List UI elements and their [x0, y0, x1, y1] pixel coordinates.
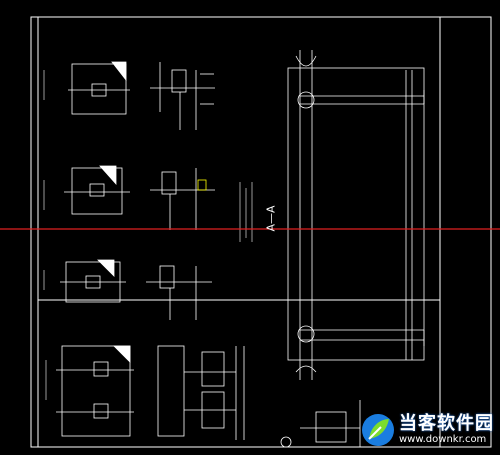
- watermark: 当客软件园 www.downkr.com: [361, 413, 494, 447]
- bottom-right-detail: [280, 400, 361, 448]
- vertical-annotations: [43, 70, 253, 400]
- watermark-brand: 当客软件园: [399, 413, 494, 434]
- detail-group-3: [60, 259, 212, 320]
- section-label: A—A: [264, 205, 278, 232]
- drawing-frame: [30, 16, 492, 448]
- section-a-a-drawing: [287, 50, 425, 380]
- bottom-plan-view: [56, 345, 245, 440]
- detail-group-2: [64, 165, 215, 230]
- watermark-url: www.downkr.com: [399, 434, 487, 445]
- leaf-d-logo-icon: [362, 414, 394, 446]
- detail-group-1: [68, 61, 215, 130]
